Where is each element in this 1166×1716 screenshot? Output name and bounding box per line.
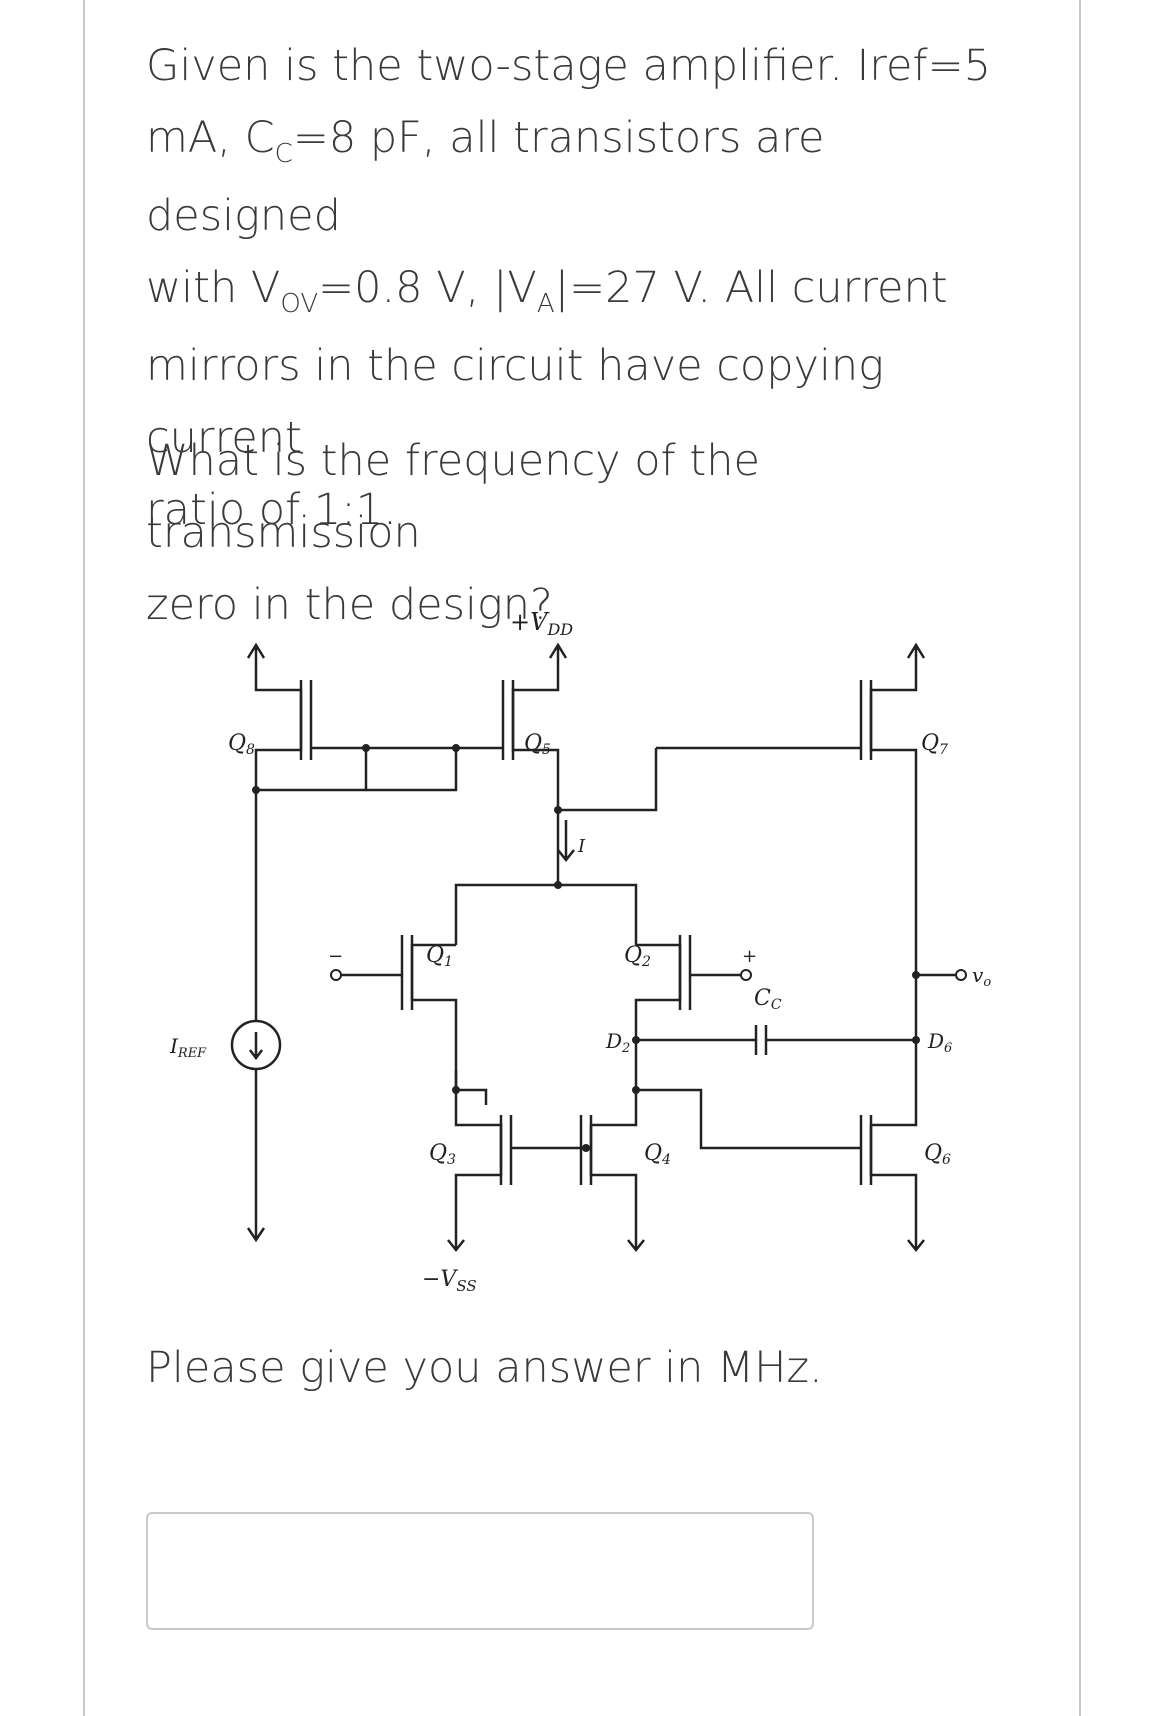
cc-label: CC <box>754 986 782 1013</box>
iref-label: IREF <box>169 1034 207 1061</box>
question-ask: What is the frequency of the transmissio… <box>146 425 1026 641</box>
question-text: Given is the two-stage amplifier. Iref=5… <box>146 30 1026 546</box>
q3-label: Q3 <box>429 1141 456 1168</box>
q5-label: Q5 <box>524 731 551 758</box>
ask-line-1: What is the frequency of the transmissio… <box>146 436 760 558</box>
q4-label: Q4 <box>644 1141 671 1168</box>
amplifier-schematic: +VDD Q8 Q5 Q7 Q1 Q2 Q3 Q4 Q6 IREF I CC D… <box>169 608 991 1295</box>
q2-label: Q2 <box>624 943 651 970</box>
q7-label: Q7 <box>921 731 948 758</box>
answer-input[interactable] <box>146 1512 814 1630</box>
minus-input-label: − <box>328 946 343 967</box>
current-i-label: I <box>577 836 586 857</box>
vo-label: vo <box>972 963 991 990</box>
question-line-3: with VOV=0.8 V, |VA|=27 V. All current <box>146 263 948 319</box>
vdd-label: +VDD <box>510 608 573 639</box>
q8-label: Q8 <box>228 731 255 758</box>
question-line-5: ratio of 1:1. <box>146 485 397 535</box>
content-frame <box>83 0 1081 1716</box>
question-line-2: mA, CC=8 pF, all transistors are designe… <box>146 113 825 241</box>
question-line-1: Given is the two-stage amplifier. Iref=5 <box>146 41 991 91</box>
question-line-4: mirrors in the circuit have copying curr… <box>146 341 884 463</box>
units-instruction: Please give you answer in MHz. <box>146 1343 823 1393</box>
vss-label: −VSS <box>422 1267 477 1295</box>
d6-label: D6 <box>927 1029 952 1056</box>
q6-label: Q6 <box>924 1141 951 1168</box>
plus-input-label: + <box>742 946 757 967</box>
q1-label: Q1 <box>426 943 453 970</box>
ask-line-2: zero in the design? <box>146 580 553 630</box>
d2-label: D2 <box>605 1029 630 1056</box>
